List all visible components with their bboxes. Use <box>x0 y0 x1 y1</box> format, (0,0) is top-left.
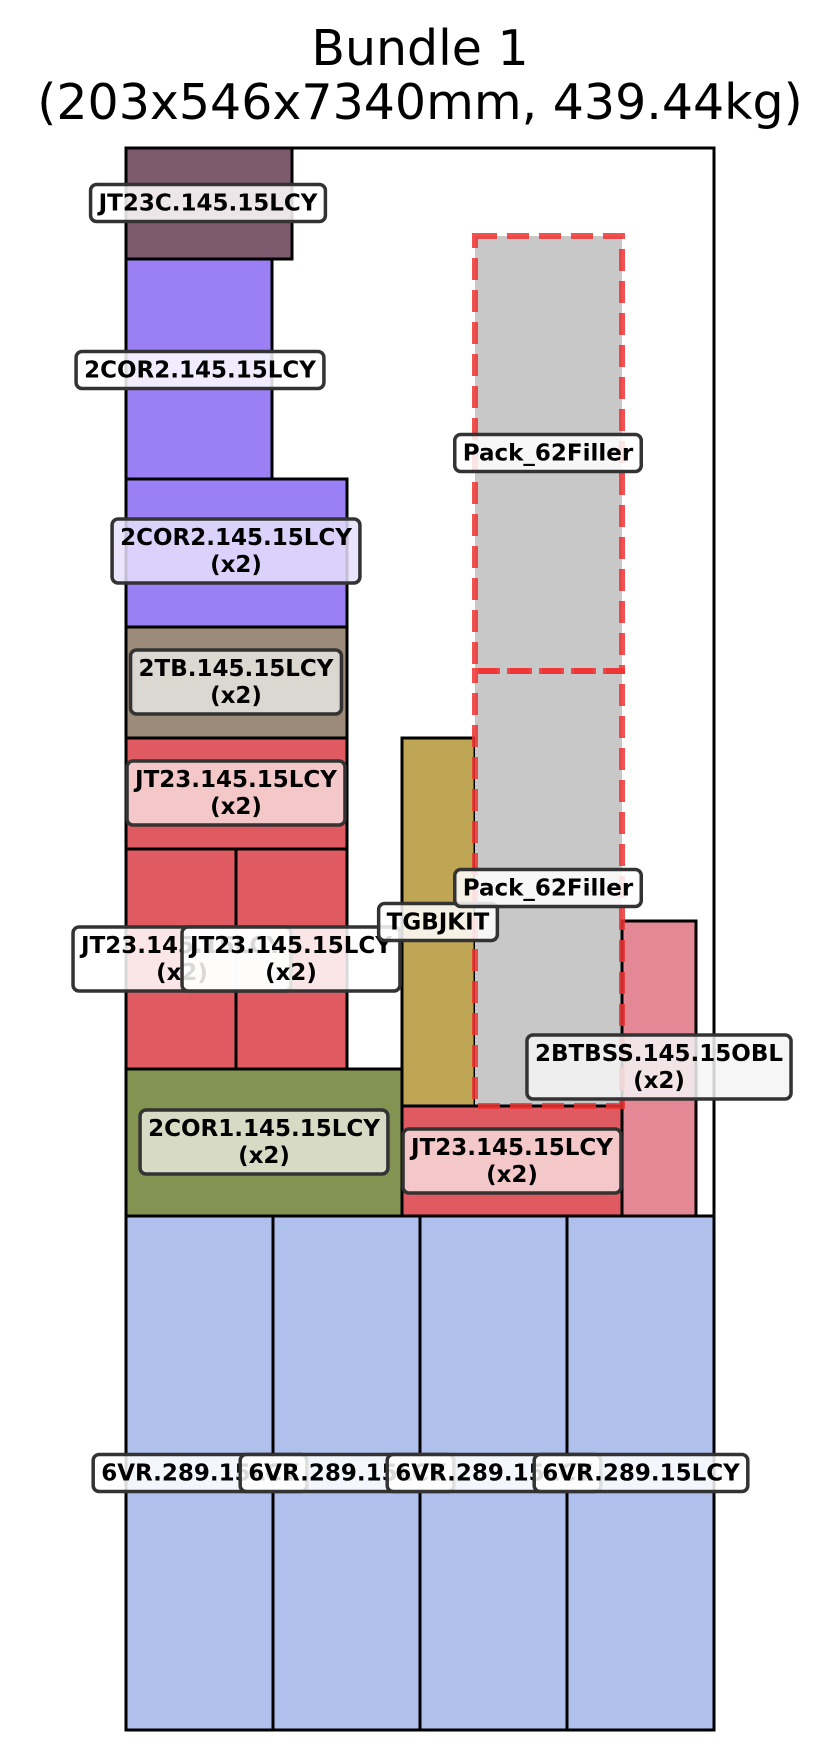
pack-jt23-145-15lcy-7-label-box <box>180 925 402 993</box>
pack-jt23c-145-15lcy-1-label-box <box>88 182 328 224</box>
pack-2cor2-145-15lcy-2-name: 2COR2.145.15LCY <box>84 358 316 384</box>
pack-jt23-145-15lcy-5-quantity: (x2) <box>210 794 262 820</box>
pack-2cor2-145-15lcy-3-quantity: (x2) <box>210 552 262 578</box>
pack-jt23-145-15lcy-13-label-box <box>401 1127 623 1195</box>
pack-6vr-289-15lcy-17-label: 6VR.289.15LCY <box>532 1452 750 1494</box>
pack-2tb-145-15lcy-4-label: 2TB.145.15LCY(x2) <box>128 648 344 716</box>
pack-jt23-145-15lcy-5-label: JT23.145.15LCY(x2) <box>125 759 347 827</box>
pack-2cor1-145-15lcy-12-label: 2COR1.145.15LCY(x2) <box>138 1108 390 1176</box>
pack-jt23-145-15lcy-5-name: JT23.145.15LCY <box>133 767 337 793</box>
pack-pack-62filler-10-name: Pack_62Filler <box>463 876 634 902</box>
pack-jt23-145-15lcy-13-name: JT23.145.15LCY <box>409 1135 613 1161</box>
pack-2btbss-145-15obl-11-label-box <box>525 1033 793 1101</box>
pack-2cor1-145-15lcy-12-label-box <box>138 1108 390 1176</box>
pack-pack-62filler-10-label-box <box>452 867 644 909</box>
pack-tgbjkit-8-name: TGBJKIT <box>387 910 490 936</box>
pack-2tb-145-15lcy-4-label-box <box>128 648 344 716</box>
diagram-title: Bundle 1 (203x546x7340mm, 439.44kg) <box>0 22 840 130</box>
pack-2cor1-145-15lcy-12-quantity: (x2) <box>238 1143 290 1169</box>
pack-jt23-145-15lcy-7-label: JT23.145.15LCY(x2) <box>180 925 402 993</box>
pack-2btbss-145-15obl-11-quantity: (x2) <box>633 1068 685 1094</box>
pack-jt23c-145-15lcy-1-label: JT23C.145.15LCY <box>88 182 328 224</box>
labels-layer: JT23C.145.15LCY2COR2.145.15LCY2COR2.145.… <box>71 182 793 1494</box>
pack-2cor1-145-15lcy-12-name: 2COR1.145.15LCY <box>148 1116 380 1142</box>
pack-2tb-145-15lcy-4-name: 2TB.145.15LCY <box>139 656 334 682</box>
pack-2cor2-145-15lcy-2-label: 2COR2.145.15LCY <box>74 349 326 391</box>
pack-jt23-145-15lcy-13-label: JT23.145.15LCY(x2) <box>401 1127 623 1195</box>
pack-6vr-289-15lcy-17-label-box <box>532 1452 750 1494</box>
pack-2cor2-145-15lcy-2-label-box <box>74 349 326 391</box>
pack-pack-62filler-9-name: Pack_62Filler <box>463 441 634 467</box>
pack-jt23-145-15lcy-5-label-box <box>125 759 347 827</box>
pack-6vr-289-15lcy-17-name: 6VR.289.15LCY <box>542 1461 740 1487</box>
pack-jt23-145-15lcy-7-name: JT23.145.15LCY <box>188 933 392 959</box>
title-line-2: (203x546x7340mm, 439.44kg) <box>37 73 803 131</box>
pack-2cor2-145-15lcy-3-label: 2COR2.145.15LCY(x2) <box>110 517 362 585</box>
pack-2cor2-145-15lcy-3-label-box <box>110 517 362 585</box>
pack-2btbss-145-15obl-11-name: 2BTBSS.145.15OBL <box>535 1041 783 1067</box>
pack-pack-62filler-9-label-box <box>452 432 644 474</box>
pack-pack-62filler-10-label: Pack_62Filler <box>452 867 644 909</box>
pack-2btbss-145-15obl-11-label: 2BTBSS.145.15OBL(x2) <box>525 1033 793 1101</box>
pack-jt23c-145-15lcy-1-name: JT23C.145.15LCY <box>97 191 318 217</box>
pack-jt23-145-15lcy-7-quantity: (x2) <box>265 960 317 986</box>
pack-jt23-145-15lcy-13-quantity: (x2) <box>486 1162 538 1188</box>
pack-2tb-145-15lcy-4-quantity: (x2) <box>210 683 262 709</box>
pack-pack-62filler-9-label: Pack_62Filler <box>452 432 644 474</box>
pack-tgbjkit-8-label-box <box>376 901 500 943</box>
pack-2cor2-145-15lcy-3-name: 2COR2.145.15LCY <box>120 525 352 551</box>
pack-tgbjkit-8-label: TGBJKIT <box>376 901 500 943</box>
title-line-1: Bundle 1 <box>311 20 529 77</box>
